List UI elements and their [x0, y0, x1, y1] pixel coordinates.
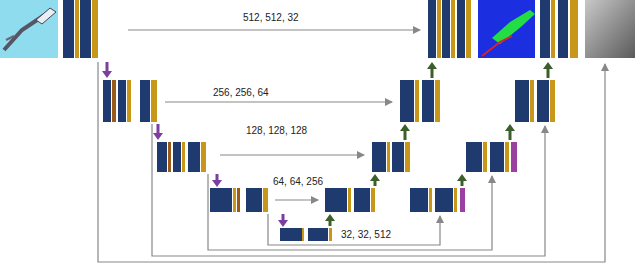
skip-arrows — [98, 30, 605, 262]
depth-output — [585, 0, 635, 58]
dimension-label: 128, 128, 128 — [245, 125, 308, 137]
down-arrows — [102, 62, 288, 227]
dimension-label: 512, 512, 32 — [242, 12, 300, 24]
dimension-label: 256, 256, 64 — [212, 87, 270, 99]
input-image — [0, 0, 58, 58]
dimension-label: 32, 32, 512 — [340, 229, 392, 241]
feature-blocks — [63, 0, 578, 241]
dimension-label: 64, 64, 256 — [272, 176, 324, 188]
up-arrows — [325, 62, 553, 226]
segmentation-output — [478, 0, 535, 58]
